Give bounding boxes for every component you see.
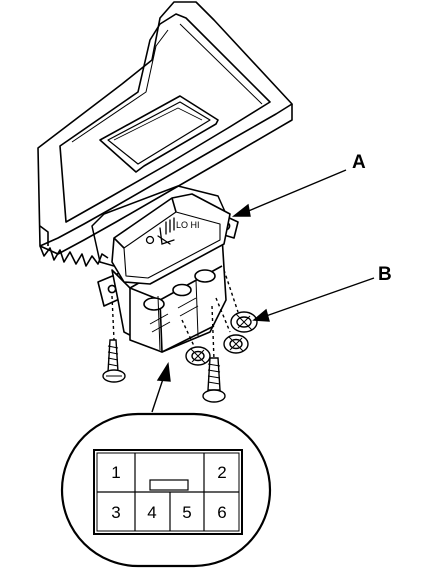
pin-5-label: 5 [182, 503, 191, 522]
pin-6-label: 6 [217, 503, 226, 522]
retaining-clip-3 [181, 319, 211, 366]
arrow-connector-icon [156, 361, 171, 382]
callout-a-label: A [352, 152, 366, 173]
pin-4-label: 4 [147, 503, 156, 522]
seat-heater-icon: LO HI [145, 217, 200, 245]
pin-3-label: 3 [111, 503, 120, 522]
mounting-screw-center [202, 305, 226, 403]
callout-b-label: B [378, 264, 392, 285]
retaining-clip-2 [215, 297, 249, 354]
pin-2-label: 2 [217, 463, 226, 482]
connector-detail: 1 2 3 4 5 6 [60, 412, 272, 568]
upper-switch-opening [99, 95, 219, 173]
retaining-clip-1 [223, 269, 258, 333]
callout-leaders [151, 169, 375, 413]
svg-text:LO HI: LO HI [176, 220, 200, 230]
switch-opening [91, 185, 227, 271]
arrow-a-icon [231, 203, 251, 217]
mounting-screw-left [102, 295, 126, 383]
arrow-b-icon [252, 308, 270, 322]
pin-1-label: 1 [111, 463, 120, 482]
seat-heater-switch [97, 193, 239, 353]
